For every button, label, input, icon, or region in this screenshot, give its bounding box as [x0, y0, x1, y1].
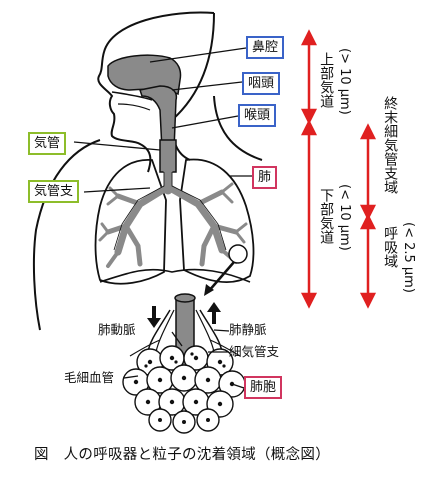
head-outline: [97, 11, 215, 173]
lower-airway-size: (< 10 μm): [336, 184, 352, 251]
label-pulmonary-vein: 肺静脈: [229, 322, 267, 337]
right-lung-outline: [179, 158, 255, 283]
upper-airway-name: 上部気道: [318, 52, 335, 108]
terminal-bronchiole-name: 終末細気管支域: [382, 96, 399, 194]
trachea-shape: [159, 139, 177, 173]
pharynx-shape: [139, 85, 178, 151]
upper-airway-size: (> 10 μm): [336, 48, 352, 115]
label-nasal-cavity: 鼻腔: [246, 36, 285, 59]
alveoli-detail: [122, 293, 246, 434]
mouth-lines: [111, 91, 153, 101]
diaphragm-line: [99, 268, 251, 283]
label-pulmonary-artery: 肺動脈: [98, 322, 136, 337]
label-capillary: 毛細血管: [64, 370, 115, 385]
respiratory-zone-size: (< 2.5 μm): [400, 222, 416, 293]
label-pharynx: 咽頭: [242, 72, 281, 95]
respiratory-zone-name: 呼吸域: [382, 226, 399, 268]
neck-back-line: [170, 12, 215, 161]
lower-airway-name: 下部気道: [318, 188, 335, 244]
leader-lines: [73, 47, 252, 389]
size-range-arrows: [300, 29, 377, 309]
zoom-circle: [228, 244, 248, 264]
capillary-texture: [133, 352, 235, 424]
label-larynx: 喉頭: [238, 104, 277, 127]
label-trachea: 気管: [28, 132, 67, 155]
label-bronchiole: 細気管支: [229, 344, 280, 359]
nasal-cavity-shape: [107, 54, 182, 96]
label-bronchi: 気管支: [28, 180, 80, 203]
figure-caption: 図 人の呼吸器と粒子の沈着領域（概念図）: [34, 447, 330, 463]
label-lung: 肺: [252, 166, 278, 189]
bronchial-tree-outline: [113, 172, 227, 251]
label-alveolus: 肺胞: [244, 376, 283, 399]
bronchial-tree: [98, 167, 248, 268]
left-lung-outline: [94, 159, 167, 285]
alveoli-cluster: [122, 345, 246, 434]
zoom-pointer-arrow: [207, 261, 235, 293]
torso-outline: [32, 139, 101, 331]
